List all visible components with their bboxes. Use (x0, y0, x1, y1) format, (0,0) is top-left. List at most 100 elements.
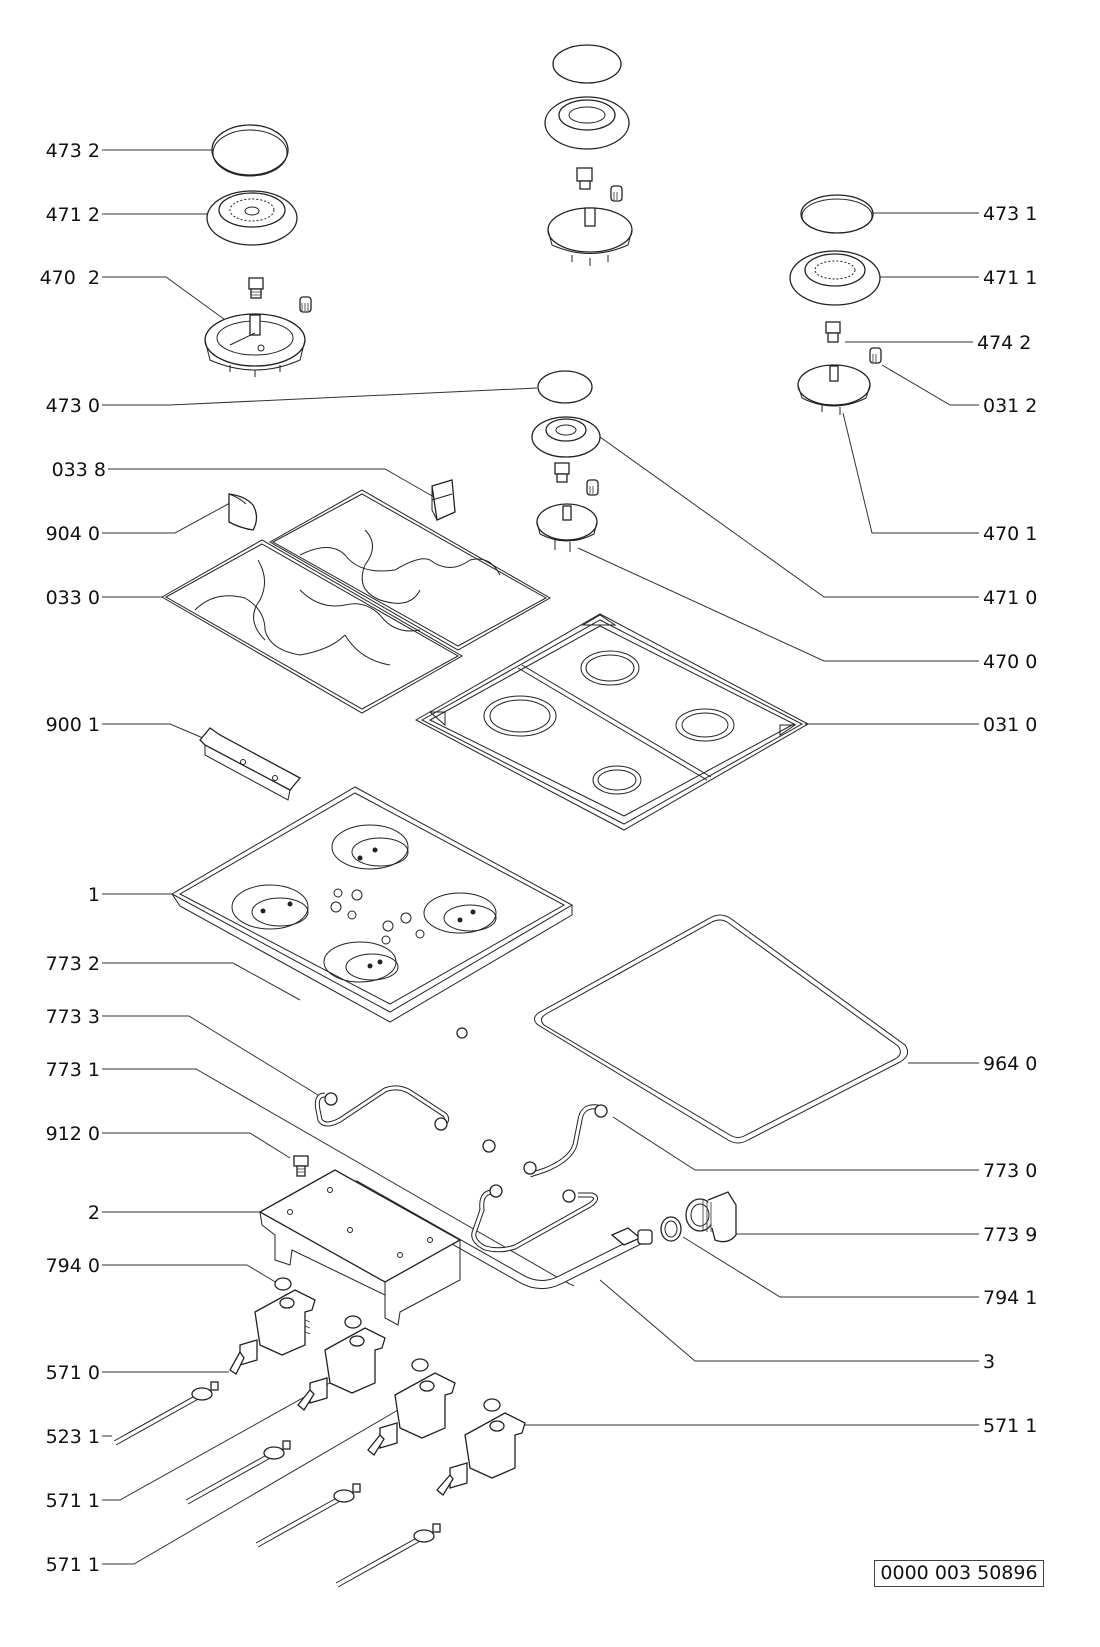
leader-0312 (881, 364, 979, 406)
burner-assembly-center (544, 44, 633, 266)
burner-well-1 (231, 884, 309, 930)
callout-label: 773 2 (46, 953, 100, 975)
callout-labels-right: 473 1 471 1 474 2 031 2 470 1 471 0 470 … (977, 203, 1037, 1437)
burner-hole-rear (580, 650, 640, 686)
gas-tap-3 (367, 1358, 456, 1456)
cooktop-plate (414, 613, 810, 831)
gas-manifold (351, 1180, 653, 1289)
leader-4700 (577, 547, 979, 662)
callout-label: 773 3 (46, 1006, 100, 1028)
leader-4701 (842, 412, 979, 534)
callout-label: 900 1 (46, 714, 100, 736)
callout-label: 773 0 (983, 1160, 1037, 1182)
callout-label: 471 2 (46, 204, 100, 226)
gas-pipes (314, 1027, 608, 1253)
burner-hole-right (675, 708, 735, 742)
burner-assembly-large (204, 124, 312, 377)
gas-pipe-773-1 (471, 1184, 598, 1253)
pan-support-grid-front (160, 539, 464, 714)
thermocouple-3 (255, 1483, 361, 1548)
burner-base-large (204, 313, 306, 377)
injector-474-2 (825, 321, 841, 343)
callout-label: 471 1 (983, 267, 1037, 289)
thermocouple-2 (185, 1440, 291, 1505)
ignition-plug-icon (299, 296, 312, 313)
leader-5711b (102, 1409, 399, 1565)
leader-0338 (108, 468, 435, 498)
leader-9040 (102, 502, 231, 534)
callout-label: 470 2 (40, 267, 100, 289)
leader-lines (102, 149, 979, 1565)
bracket (199, 727, 302, 801)
burner-assembly-right (789, 194, 882, 415)
burner-cap-large (211, 124, 289, 176)
reference-number: 0000 003 50896 (874, 1560, 1044, 1587)
callout-label: 964 0 (983, 1053, 1037, 1075)
gas-taps (229, 1277, 526, 1496)
leader-3 (599, 1279, 979, 1362)
leader-7730 (612, 1116, 979, 1171)
callout-label: 3 (983, 1351, 995, 1373)
callout-label: 1 (88, 884, 100, 906)
leader-9120 (102, 1132, 291, 1159)
callout-label: 473 0 (46, 395, 100, 417)
callout-label: 912 0 (46, 1123, 100, 1145)
valve-support-bracket (258, 1169, 462, 1326)
burner-hole-front (592, 765, 642, 795)
leader-9001 (102, 723, 204, 739)
gasket (534, 914, 909, 1144)
seal-ring (660, 1216, 682, 1242)
gas-tap-1 (229, 1277, 316, 1375)
burner-cap-small (537, 370, 593, 404)
gas-pipe-773-2 (421, 1027, 505, 1153)
callout-label: 473 1 (983, 203, 1037, 225)
callout-label: 571 0 (46, 1362, 100, 1384)
leader-4702 (102, 276, 229, 323)
gas-tap-4 (436, 1398, 526, 1496)
callout-label: 794 0 (46, 1255, 100, 1277)
ignition-plug-031-2 (869, 347, 882, 364)
thermocouples (113, 1381, 441, 1588)
callout-label: 033 0 (46, 587, 100, 609)
burner-well-2 (331, 824, 409, 870)
callout-label: 470 0 (983, 651, 1037, 673)
callout-label: 571 1 (46, 1554, 100, 1576)
callout-label: 773 1 (46, 1059, 100, 1081)
leader-4730 (102, 387, 538, 406)
thermocouple-4 (335, 1523, 441, 1588)
leader-7940 (102, 1264, 278, 1284)
hob-tray (170, 786, 574, 1023)
burner-hole-left (483, 695, 557, 737)
leader-7733 (102, 1015, 319, 1096)
callout-label: 2 (88, 1202, 100, 1224)
callout-label: 033 8 (52, 459, 106, 481)
pan-support-foot (431, 479, 456, 521)
leader-7941 (682, 1236, 979, 1298)
callout-label: 031 0 (983, 714, 1037, 736)
elbow-connector (685, 1191, 737, 1243)
callout-label: 473 2 (46, 140, 100, 162)
burner-well-4 (323, 941, 399, 983)
callout-label: 904 0 (46, 523, 100, 545)
rubber-pad (228, 493, 258, 531)
callout-label: 571 1 (983, 1415, 1037, 1437)
gas-pipe-773-3 (314, 1085, 450, 1131)
callout-label: 470 1 (983, 523, 1037, 545)
leader-7732 (102, 962, 301, 1001)
callout-label: 571 1 (46, 1490, 100, 1512)
callout-label: 794 1 (983, 1287, 1037, 1309)
gas-tap-2 (297, 1315, 386, 1411)
burner-base-medium (797, 364, 871, 415)
callout-label: 031 2 (983, 395, 1037, 417)
thermocouple-1 (113, 1381, 219, 1446)
gas-pipe-773-0 (523, 1104, 608, 1178)
leader-4710 (599, 436, 979, 598)
leader-7731 (102, 1068, 575, 1287)
injector-icon (248, 277, 264, 299)
callout-label: 471 0 (983, 587, 1037, 609)
pan-support-grid-rear (268, 489, 552, 651)
leader-5711a (102, 1379, 336, 1501)
callout-label: 773 9 (983, 1224, 1037, 1246)
callout-label: 474 2 (977, 332, 1031, 354)
